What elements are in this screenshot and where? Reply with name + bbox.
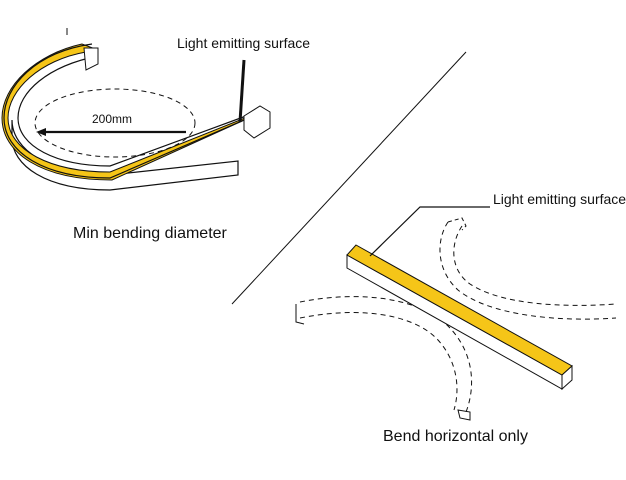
min-bend-illustration (1, 28, 271, 191)
callout-line-right (369, 206, 490, 257)
straight-strip-side (346, 254, 563, 390)
dimension-arrowhead-left (36, 128, 46, 136)
strip-end-cap-left (83, 47, 99, 71)
light-surface-label-left: Light emitting surface (177, 35, 311, 51)
callout-line-left (238, 59, 246, 123)
light-surface-label-right: Light emitting surface (493, 191, 626, 207)
divider-line (231, 51, 467, 305)
min-diameter-dashed-ellipse (34, 88, 196, 158)
bend-horizontal-caption: Bend horizontal only (383, 428, 528, 445)
dashed-end-cap-bottom (457, 409, 471, 421)
curved-light-surface (1, 43, 263, 181)
straight-strip-light-surface (346, 244, 573, 376)
dimension-label: 200mm (92, 112, 133, 126)
dashed-bend-top (439, 221, 617, 320)
curved-strip-outer-edge (3, 43, 259, 179)
horizontal-bend-illustration (295, 206, 617, 421)
straight-strip-end-cap-right (561, 364, 573, 391)
curved-strip-inner-edge (17, 55, 247, 167)
dashed-end-cap-left (295, 304, 305, 325)
dashed-end-cap-top (447, 217, 467, 231)
dashed-bend-top-inner (453, 225, 617, 306)
dashed-bend-bottom (299, 296, 472, 413)
strip-end-cap-right (243, 105, 271, 139)
dashed-bend-bottom-inner (299, 312, 458, 411)
min-bending-caption: Min bending diameter (73, 225, 227, 242)
